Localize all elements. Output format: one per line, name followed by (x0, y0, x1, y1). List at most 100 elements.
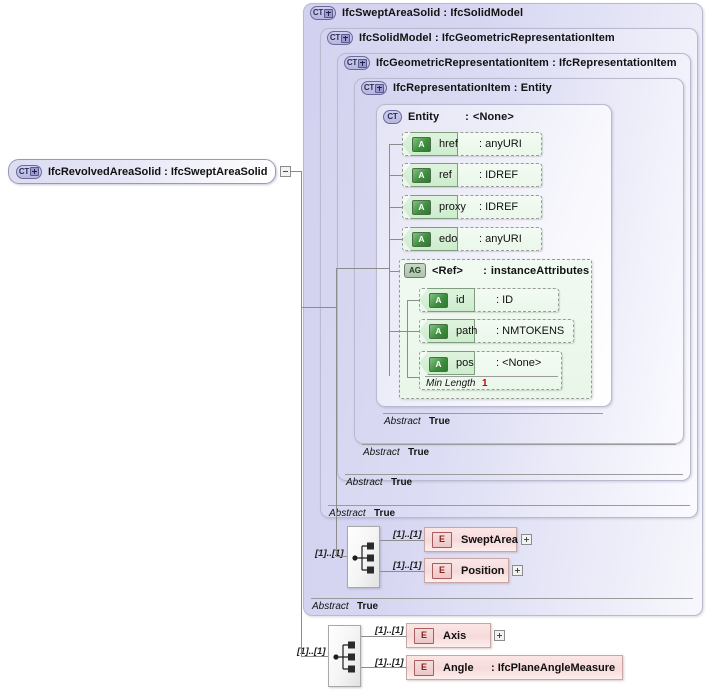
connector-line (336, 268, 390, 269)
collapse-root-button[interactable] (280, 166, 291, 177)
header-label: IfcGeometricRepresentationItem : IfcRepr… (376, 57, 677, 69)
attribute-row-href[interactable]: A href : anyURI (402, 132, 542, 156)
facet-divider (362, 444, 676, 445)
attribute-capsule (402, 195, 458, 219)
root-node-label: IfcRevolvedAreaSolid : IfcSweptAreaSolid (48, 165, 268, 178)
expand-sweptarea-button[interactable] (521, 534, 532, 545)
element-box-sweptarea[interactable]: E SweptArea (424, 527, 518, 552)
attribute-group-sep: : (483, 264, 487, 277)
element-icon: E (432, 562, 452, 579)
connector-line (291, 171, 302, 172)
attribute-row-path[interactable]: A path : NMTOKENS (419, 319, 574, 343)
connector-line (301, 171, 302, 646)
connector-line (336, 268, 337, 557)
element-name: Axis (443, 629, 467, 642)
facet-key: Abstract (363, 447, 400, 458)
attribute-icon: A (412, 231, 431, 247)
connector-line (301, 656, 328, 657)
sequence-compositor-icon (333, 641, 355, 673)
connector-line (389, 239, 402, 240)
connector-line (407, 300, 419, 301)
complextype-expand-icon[interactable]: CT (16, 164, 42, 179)
connector-line (336, 556, 347, 557)
complextype-expand-icon[interactable]: CT (327, 31, 353, 45)
attribute-type: : anyURI (479, 138, 522, 150)
facet-key: Min Length (426, 378, 476, 389)
attribute-icon: A (412, 199, 431, 215)
element-box-position[interactable]: E Position (424, 558, 509, 583)
facet-key: Abstract (384, 416, 421, 427)
facet-value: True (374, 508, 396, 519)
attribute-name: proxy (439, 201, 466, 213)
connector-line (407, 331, 419, 332)
attribute-type: : IDREF (479, 169, 519, 181)
element-icon: E (414, 627, 434, 644)
attribute-group-header[interactable]: AG <Ref> : instanceAttributes (404, 263, 589, 278)
facet-value: True (357, 601, 379, 612)
header-label: IfcSweptAreaSolid : IfcSolidModel (342, 7, 524, 19)
attribute-row-edo[interactable]: A edo : anyURI (402, 227, 542, 251)
attribute-type: : NMTOKENS (496, 325, 565, 337)
element-icon: E (414, 659, 434, 676)
attribute-name: ref (439, 169, 452, 181)
facet-divider (425, 376, 558, 377)
complextype-expand-icon[interactable]: CT (361, 81, 387, 95)
facet-value: 1 (482, 378, 488, 389)
attribute-icon: A (429, 292, 448, 308)
expand-position-button[interactable] (512, 565, 523, 576)
header-ifcgeometricrepresentationitem[interactable]: CT IfcGeometricRepresentationItem : IfcR… (344, 56, 677, 70)
element-box-axis[interactable]: E Axis (406, 623, 491, 648)
attribute-name: pos (456, 357, 474, 369)
facet-key: Abstract (346, 477, 383, 488)
abstract-facet-ifcrepresentationitem: Abstract True (378, 413, 608, 429)
header-label: IfcSolidModel : IfcGeometricRepresentati… (359, 32, 615, 44)
occurrence-sequence-1: [1]..[1] (315, 548, 344, 559)
connector-line (407, 300, 408, 377)
connector-line (389, 271, 399, 272)
attribute-group-type: instanceAttributes (490, 264, 590, 277)
attribute-icon: A (412, 167, 431, 183)
complextype-icon: CT (383, 110, 402, 124)
connector-line (361, 636, 406, 637)
element-box-angle[interactable]: E Angle : IfcPlaneAngleMeasure (406, 655, 623, 680)
attribute-name: id (456, 294, 465, 306)
element-name: Position (461, 564, 505, 577)
attribute-row-pos[interactable]: A pos : <None> Min Length 1 (419, 351, 562, 390)
attribute-type: : <None> (496, 357, 542, 369)
sequence-compositor-icon (352, 542, 374, 574)
complextype-expand-icon[interactable]: CT (344, 56, 370, 70)
facet-key: Abstract (329, 508, 366, 519)
occurrence-sequence-2: [1]..[1] (297, 646, 326, 657)
element-name: SweptArea (461, 533, 518, 546)
sequence-compositor-2[interactable] (328, 625, 361, 687)
facet-divider (311, 598, 693, 599)
attribute-row-id[interactable]: A id : ID (419, 288, 559, 312)
attribute-row-proxy[interactable]: A proxy : IDREF (402, 195, 542, 219)
root-node-ifcrevolvedareasolid[interactable]: CT IfcRevolvedAreaSolid : IfcSweptAreaSo… (8, 159, 276, 184)
sequence-compositor-1[interactable] (347, 526, 380, 588)
attribute-icon: A (429, 357, 448, 372)
header-ifcsolidmodel[interactable]: CT IfcSolidModel : IfcGeometricRepresent… (327, 31, 615, 45)
connector-line (361, 667, 406, 668)
header-label: IfcRepresentationItem : Entity (393, 82, 552, 94)
abstract-facet-ifcsweptareasolid: Abstract True (323, 505, 695, 521)
header-ifcsweptareasolid[interactable]: CT IfcSweptAreaSolid : IfcSolidModel (310, 6, 523, 20)
complextype-expand-icon[interactable]: CT (310, 6, 336, 20)
attribute-row-ref[interactable]: A ref : IDREF (402, 163, 542, 187)
connector-line (389, 207, 402, 208)
connector-line (389, 331, 407, 332)
expand-axis-button[interactable] (494, 630, 505, 641)
facet-value: True (391, 477, 413, 488)
connector-line (301, 646, 302, 657)
attribute-icon: A (412, 136, 431, 152)
occurrence-position: [1]..[1] (393, 560, 422, 571)
attribute-name: href (439, 138, 458, 150)
facet-key: Abstract (312, 601, 349, 612)
facet-value: True (429, 416, 451, 427)
attribute-type: : ID (496, 294, 514, 306)
occurrence-sweptarea: [1]..[1] (393, 529, 422, 540)
abstract-facet-ifcsolidmodel: Abstract True (340, 474, 688, 490)
header-ifcrepresentationitem[interactable]: CT IfcRepresentationItem : Entity (361, 81, 552, 95)
occurrence-axis: [1]..[1] (375, 625, 404, 636)
facet-min-length: Min Length 1 (420, 376, 563, 391)
